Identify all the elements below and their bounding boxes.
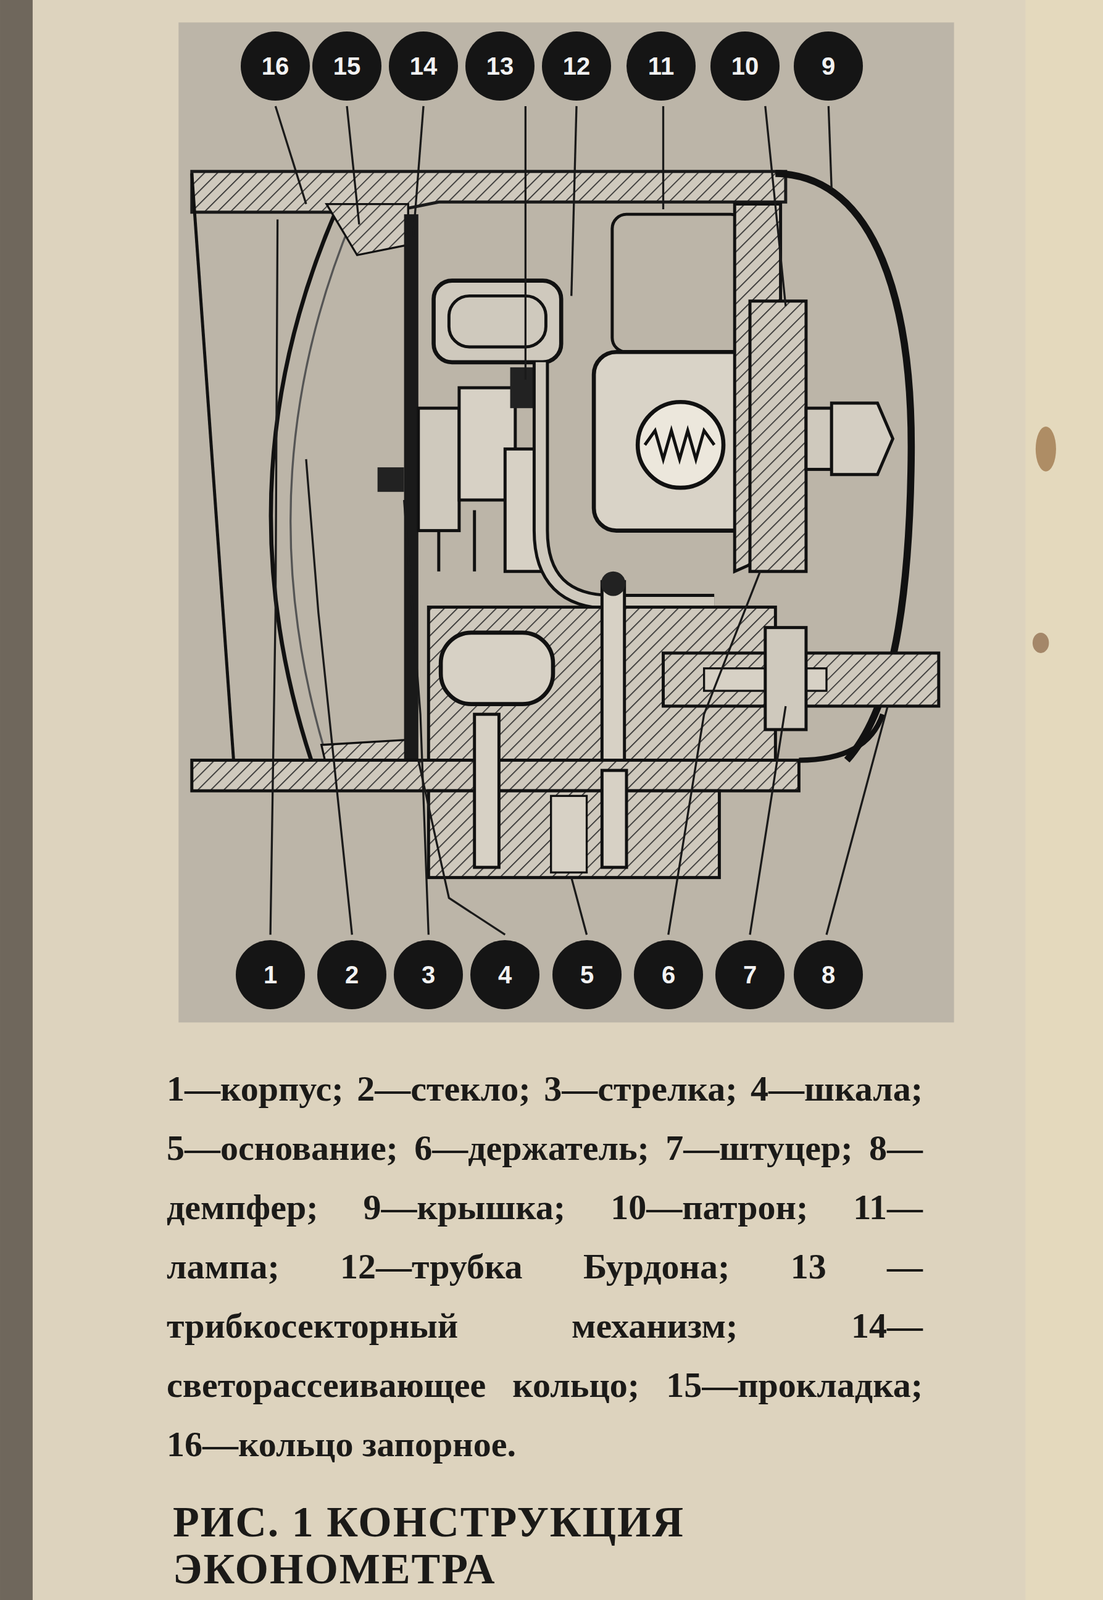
callout-number: 16 [240, 31, 310, 101]
callout-number: 9 [793, 31, 863, 101]
callout-number: 1 [235, 940, 305, 1010]
callout-number: 7 [715, 940, 785, 1010]
callout-number: 11 [626, 31, 696, 101]
callout-number: 12 [541, 31, 612, 101]
figure-caption: РИС. 1 КОНСТРУКЦИЯ ЭКОНОМЕТРА [172, 1498, 766, 1593]
callout-number: 6 [633, 940, 704, 1010]
callout-number: 10 [710, 31, 780, 101]
callout-number: 14 [388, 31, 458, 101]
callout-number: 15 [312, 31, 382, 101]
callout-number: 8 [793, 940, 863, 1010]
callout-number: 2 [317, 940, 387, 1010]
callout-number: 5 [552, 940, 622, 1010]
callout-number: 13 [465, 31, 535, 101]
callout-number: 3 [393, 940, 463, 1010]
callout-number: 4 [470, 940, 540, 1010]
parts-list: 1—корпус; 2—стекло; 3—стрелка; 4—шкала; … [166, 1059, 923, 1474]
